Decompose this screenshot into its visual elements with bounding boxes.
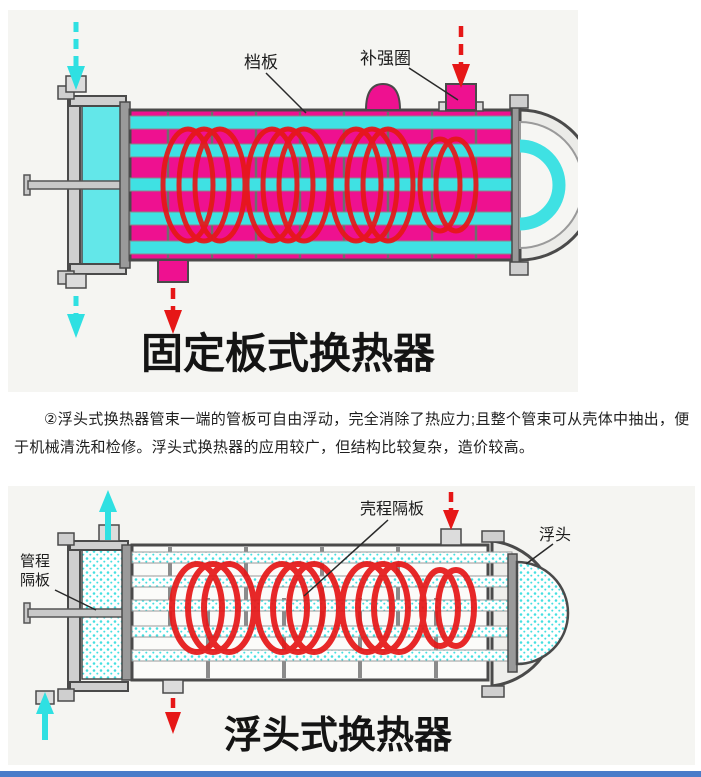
head-bottom-nozzle [65,273,87,289]
cold-inlet-arrow [67,22,85,90]
hot-inlet-arrow [452,26,470,88]
tube [129,177,513,192]
bottom-blue-bar [0,771,701,777]
fixed-tubesheet-exchanger-figure: 档板 补强圈 固定板式换热器 [8,10,597,392]
hot-outlet-arrow [162,679,184,734]
hot-outlet-arrow [164,288,182,334]
shell-baffle-label: 壳程隔板 [360,500,424,518]
hot-inlet-nozzle [445,83,477,111]
right-return-head [509,94,597,276]
shell-side-flow-coils [169,561,477,655]
reinforcement-ring-label: 补强圈 [360,49,411,68]
hot-inlet-nozzle [440,528,462,546]
floating-tubesheet [507,553,518,673]
cold-outlet-arrow [99,490,117,540]
fixed-tubesheet-exchanger-diagram: 档板 补强圈 固定板式换热器 [8,10,597,392]
floating-head-exchanger-diagram: 管程 隔板 壳程隔板 浮头 浮头式换热器 [8,486,695,765]
tube [131,551,513,564]
reinforcement-leader-line [408,67,459,101]
floating-head [507,553,570,673]
floating-head-leader-line [525,543,554,565]
diagram1-labels: 档板 补强圈 [244,49,459,114]
tube-partition-label-line1: 管程 [20,553,50,570]
cold-outlet-arrow [67,296,85,338]
shell-baffle-leader-line [303,519,389,597]
floating-head-dome [515,560,570,666]
tube-u-bend [519,139,566,231]
hot-inlet-arrow [440,492,462,546]
tube-bundle [129,115,513,255]
cold-inlet-arrow [36,692,54,740]
shell-nozzles [157,82,484,283]
floating-head-exchanger-figure: 管程 隔板 壳程隔板 浮头 浮头式换热器 [8,486,695,765]
hot-outlet-nozzle [162,679,184,694]
tube-partition-label-line2: 隔板 [20,571,50,589]
baffle-leader-line [265,72,307,114]
diagram2-caption: 浮头式换热器 [224,715,453,757]
shell-side-flow-coils [160,126,479,244]
floating-head-label: 浮头 [539,526,571,544]
tube-partition-leader-line [54,589,97,611]
diagram1-caption: 固定板式换热器 [141,331,436,378]
floating-head-description-paragraph: ②浮头式换热器管束一端的管板可自由浮动，完全消除了热应力;且整个管束可从壳体中抽… [14,411,690,456]
diagram2-labels: 管程 隔板 壳程隔板 浮头 [20,500,571,611]
dome-nozzle [364,82,402,111]
baffle-label: 档板 [244,53,278,72]
hot-outlet-nozzle [157,259,189,283]
